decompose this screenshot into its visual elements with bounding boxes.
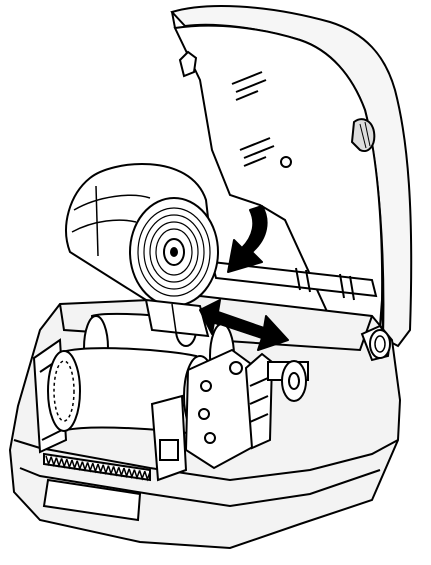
ribbon-assembly [32,312,263,482]
top-cover [170,5,413,348]
base-front-lower [19,467,381,508]
label-strip [144,298,210,338]
double-headed-arrow-icon [199,299,289,351]
insertion-arrows [199,205,289,351]
ribbon-left-bracket [150,394,188,482]
spindle-knob [360,324,392,362]
lid-hinge-clip [178,50,198,78]
printhead-tabs [295,267,355,301]
lid-pin [280,156,292,168]
paper-exit-slot [42,478,142,522]
lid-ribs [231,71,275,167]
tear-bar [43,452,151,482]
label-roll-layers [137,207,211,297]
curved-down-arrow-icon [227,205,268,273]
top-cover-inner-panel [173,24,384,328]
label-roll [65,162,219,338]
